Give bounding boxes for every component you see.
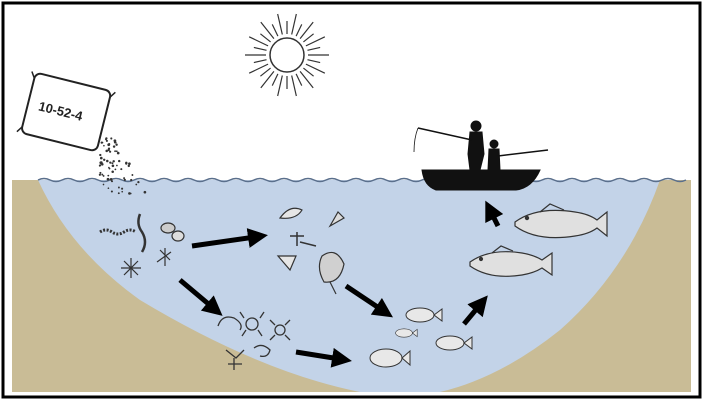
fertilizer-granule <box>121 191 123 193</box>
fertilizer-granule <box>107 175 109 177</box>
fertilizer-granule <box>120 168 122 170</box>
fertilizer-granule <box>100 157 103 160</box>
fertilizer-granule <box>137 181 139 183</box>
fertilizer-granule <box>124 179 126 181</box>
fertilizer-granule <box>106 160 109 163</box>
fertilizer-granule <box>105 137 107 139</box>
fertilizer-granule <box>130 193 132 195</box>
fertilizer-granule <box>107 178 110 181</box>
fertilizer-granule <box>117 152 120 155</box>
fertilizer-granule <box>135 184 137 186</box>
fertilizer-granule <box>114 150 116 152</box>
fertilizer-granule <box>114 168 116 170</box>
fertilizer-granule <box>144 191 147 194</box>
fertilizer-granule <box>110 178 113 181</box>
fertilizer-granule <box>103 145 105 147</box>
fertilizer-granule <box>130 179 132 181</box>
fishing-boat <box>422 170 540 190</box>
fertilizer-granule <box>99 154 101 156</box>
fertilizer-granule <box>101 142 103 144</box>
fertilizer-granule <box>99 161 102 164</box>
fertilizer-granule <box>128 162 131 165</box>
fertilizer-granule <box>112 160 114 162</box>
fertilizer-granule <box>109 161 111 163</box>
fertilizer-granule <box>103 159 105 161</box>
fertilizer-granule <box>103 184 105 186</box>
fertilizer-granule <box>118 187 120 189</box>
fertilizer-granule <box>118 192 120 194</box>
fertilizer-granule <box>108 187 110 189</box>
fertilizer-granule <box>118 160 120 162</box>
fertilizer-granule <box>115 142 117 144</box>
fertilizer-granule <box>111 171 114 174</box>
fertilizer-granule <box>99 164 101 166</box>
fertilizer-granule <box>106 140 108 142</box>
fertilizer-granule <box>108 143 110 145</box>
fertilizer-granule <box>110 137 112 139</box>
fertilizer-granule <box>111 190 113 192</box>
fertilizer-granule <box>111 162 113 164</box>
fertilizer-granule <box>128 165 130 167</box>
fertilizer-granule <box>131 174 133 176</box>
fertilizer-granule <box>99 174 101 176</box>
fertilizer-granule <box>125 162 127 164</box>
fertilizer-granule <box>99 172 101 174</box>
fertilizer-granule <box>112 165 115 168</box>
fertilizer-granule <box>123 177 125 179</box>
fertilizer-granule <box>121 188 123 190</box>
fertilizer-granule <box>115 144 117 146</box>
fertilizer-granule <box>116 150 118 152</box>
fertilizer-granule <box>103 175 105 177</box>
fertilizer-granule <box>105 150 108 153</box>
fertilizer-granule <box>116 165 118 167</box>
fertilizer-granule <box>113 145 115 147</box>
fertilizer-granule <box>108 167 110 169</box>
